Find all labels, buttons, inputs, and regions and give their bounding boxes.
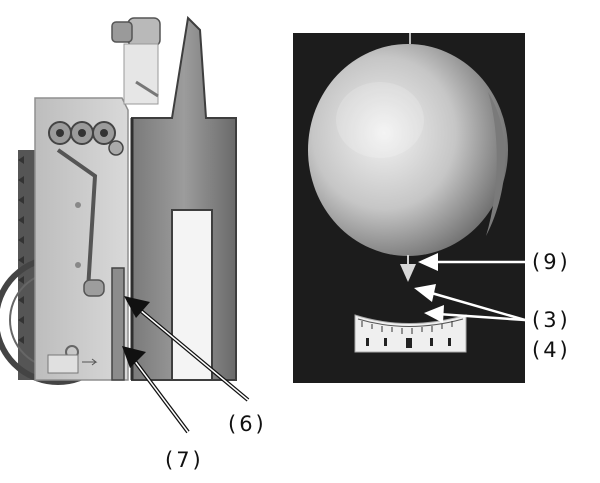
degree-scale xyxy=(354,314,467,353)
callout-label-7: (7) xyxy=(165,448,204,472)
pendulum-bob xyxy=(308,44,508,256)
crutch-rod xyxy=(56,148,125,381)
plate-details xyxy=(47,202,98,374)
pendulum-pointer xyxy=(400,255,416,282)
callout-label-4: (4) xyxy=(532,338,571,362)
clock-mechanism-drawing xyxy=(0,15,250,434)
callout-label-9: (9) xyxy=(532,250,571,274)
callout-arrow-9 xyxy=(418,253,528,271)
pendulum-photo xyxy=(293,33,528,383)
callout-label-6: (6) xyxy=(228,412,267,436)
arbor-bushings xyxy=(48,121,124,156)
callout-arrow-6 xyxy=(124,296,250,402)
callout-arrow-3 xyxy=(414,284,526,323)
movement-plate xyxy=(34,97,129,381)
bracket-inner-opening xyxy=(171,209,213,381)
callout-label-3: (3) xyxy=(532,308,571,332)
top-knob xyxy=(111,17,161,105)
callout-arrow-7 xyxy=(122,346,190,434)
